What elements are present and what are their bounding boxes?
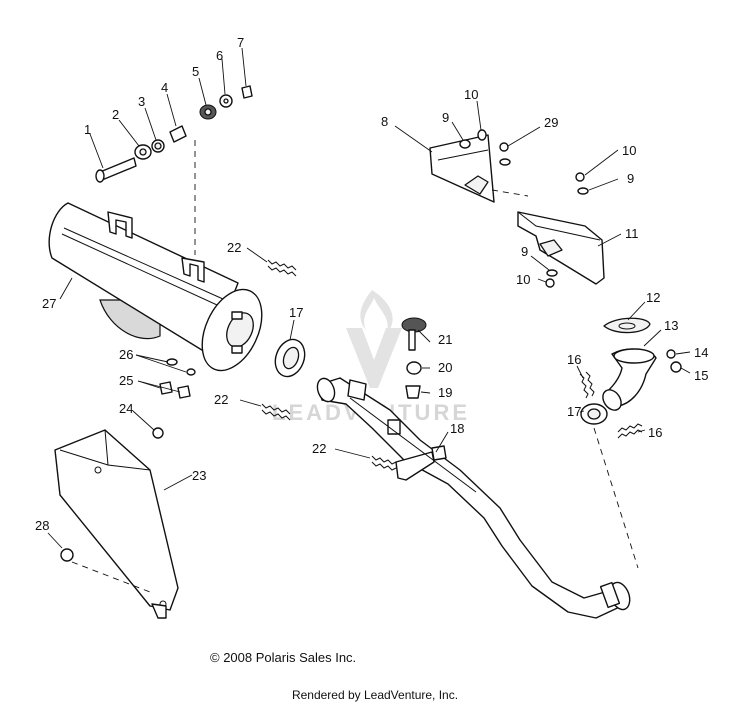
callout-4: 4 (161, 80, 168, 95)
callout-24: 24 (119, 401, 133, 416)
callout-27: 27 (42, 296, 56, 311)
rendered-by-text: Rendered by LeadVenture, Inc. (291, 688, 459, 702)
spring (579, 371, 595, 399)
rubber-bumper-21 (401, 317, 427, 351)
callout-22: 22 (227, 240, 241, 255)
spring (267, 259, 297, 277)
gasket-17 (580, 403, 608, 425)
callout-5: 5 (192, 64, 199, 79)
spring (261, 403, 291, 421)
gasket-17 (274, 338, 306, 378)
callout-23: 23 (192, 468, 206, 483)
callout-22: 22 (214, 392, 228, 407)
callout-26: 26 (119, 347, 133, 362)
heat-shield-8 (429, 134, 495, 203)
callout-12: 12 (646, 290, 660, 305)
callout-1: 1 (84, 122, 91, 137)
muffler (48, 202, 263, 372)
callout-19: 19 (438, 385, 452, 400)
alignment-line (593, 427, 639, 569)
callout-3: 3 (138, 94, 145, 109)
callout-21: 21 (438, 332, 452, 347)
callout-13: 13 (664, 318, 678, 333)
callout-9: 9 (521, 244, 528, 259)
callout-17: 17 (567, 404, 581, 419)
callout-9: 9 (627, 171, 634, 186)
callout-9: 9 (442, 110, 449, 125)
leader-lines (47, 47, 691, 549)
callout-7: 7 (237, 35, 244, 50)
callout-16: 16 (567, 352, 581, 367)
alignment-line (491, 189, 529, 197)
muffler-heat-shield (54, 429, 179, 619)
muffler-bolt-stack (95, 85, 253, 183)
callout-8: 8 (381, 114, 388, 129)
spring (371, 455, 397, 471)
callout-17: 17 (289, 305, 303, 320)
alignment-line (71, 561, 151, 593)
callout-labels: 1 2 3 4 5 6 7 8 9 10 29 10 9 11 9 10 12 … (35, 35, 708, 533)
nut-20 (406, 361, 422, 375)
callout-11: 11 (625, 226, 639, 241)
head-pipe (316, 377, 631, 619)
copyright-text: © 2008 Polaris Sales Inc. (210, 650, 357, 665)
exhaust-elbow (602, 317, 657, 411)
bolt-19 (405, 385, 421, 399)
callout-14: 14 (694, 345, 708, 360)
callout-10: 10 (516, 272, 530, 287)
callout-20: 20 (438, 360, 452, 375)
callout-6: 6 (216, 48, 223, 63)
callout-15: 15 (694, 368, 708, 383)
callout-22: 22 (312, 441, 326, 456)
fastener (60, 129, 682, 562)
callout-25: 25 (119, 373, 133, 388)
spring (617, 423, 643, 439)
callout-18: 18 (450, 421, 464, 436)
callout-29: 29 (544, 115, 558, 130)
callout-10: 10 (464, 87, 478, 102)
callout-28: 28 (35, 518, 49, 533)
callout-16: 16 (648, 425, 662, 440)
bracket-11 (517, 211, 605, 285)
callout-10: 10 (622, 143, 636, 158)
callout-2: 2 (112, 107, 119, 122)
